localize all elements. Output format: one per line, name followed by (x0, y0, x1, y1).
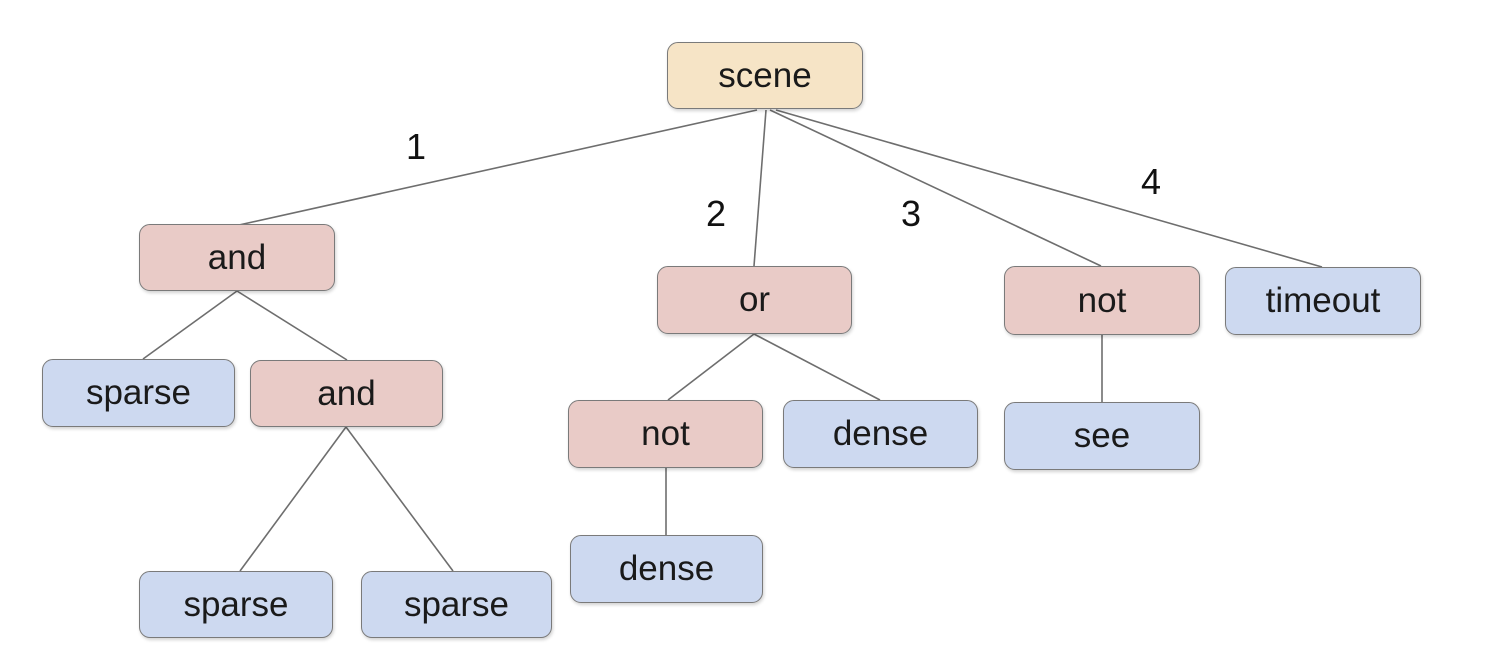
edge-and1-and2 (236, 290, 348, 361)
node-sparse-3: sparse (361, 571, 552, 638)
edge-label-2: 2 (705, 193, 727, 234)
edge-scene-timeout (775, 109, 1323, 268)
edge-label-3: 3 (900, 193, 922, 234)
edge-scene-not2 (769, 109, 1102, 267)
edge-label-1: 1 (405, 126, 427, 167)
node-not-1: not (568, 400, 763, 468)
edge-and2-sparse3 (345, 426, 454, 572)
node-dense-2: dense (570, 535, 763, 603)
node-sparse-2: sparse (139, 571, 333, 638)
node-and-2: and (250, 360, 443, 427)
edge-and2-sparse2 (239, 426, 347, 572)
node-and-1: and (139, 224, 335, 291)
edge-scene-and1 (238, 109, 758, 226)
edge-or1-dense1 (753, 333, 881, 401)
edge-and1-sparse1 (142, 290, 238, 360)
edge-scene-or1 (753, 109, 767, 267)
node-scene: scene (667, 42, 863, 109)
node-timeout-1: timeout (1225, 267, 1421, 335)
node-see-1: see (1004, 402, 1200, 470)
node-dense-1: dense (783, 400, 978, 468)
node-or-1: or (657, 266, 852, 334)
node-sparse-1: sparse (42, 359, 235, 427)
edge-label-4: 4 (1140, 161, 1162, 202)
node-not-2: not (1004, 266, 1200, 335)
edge-or1-not1 (667, 333, 755, 401)
